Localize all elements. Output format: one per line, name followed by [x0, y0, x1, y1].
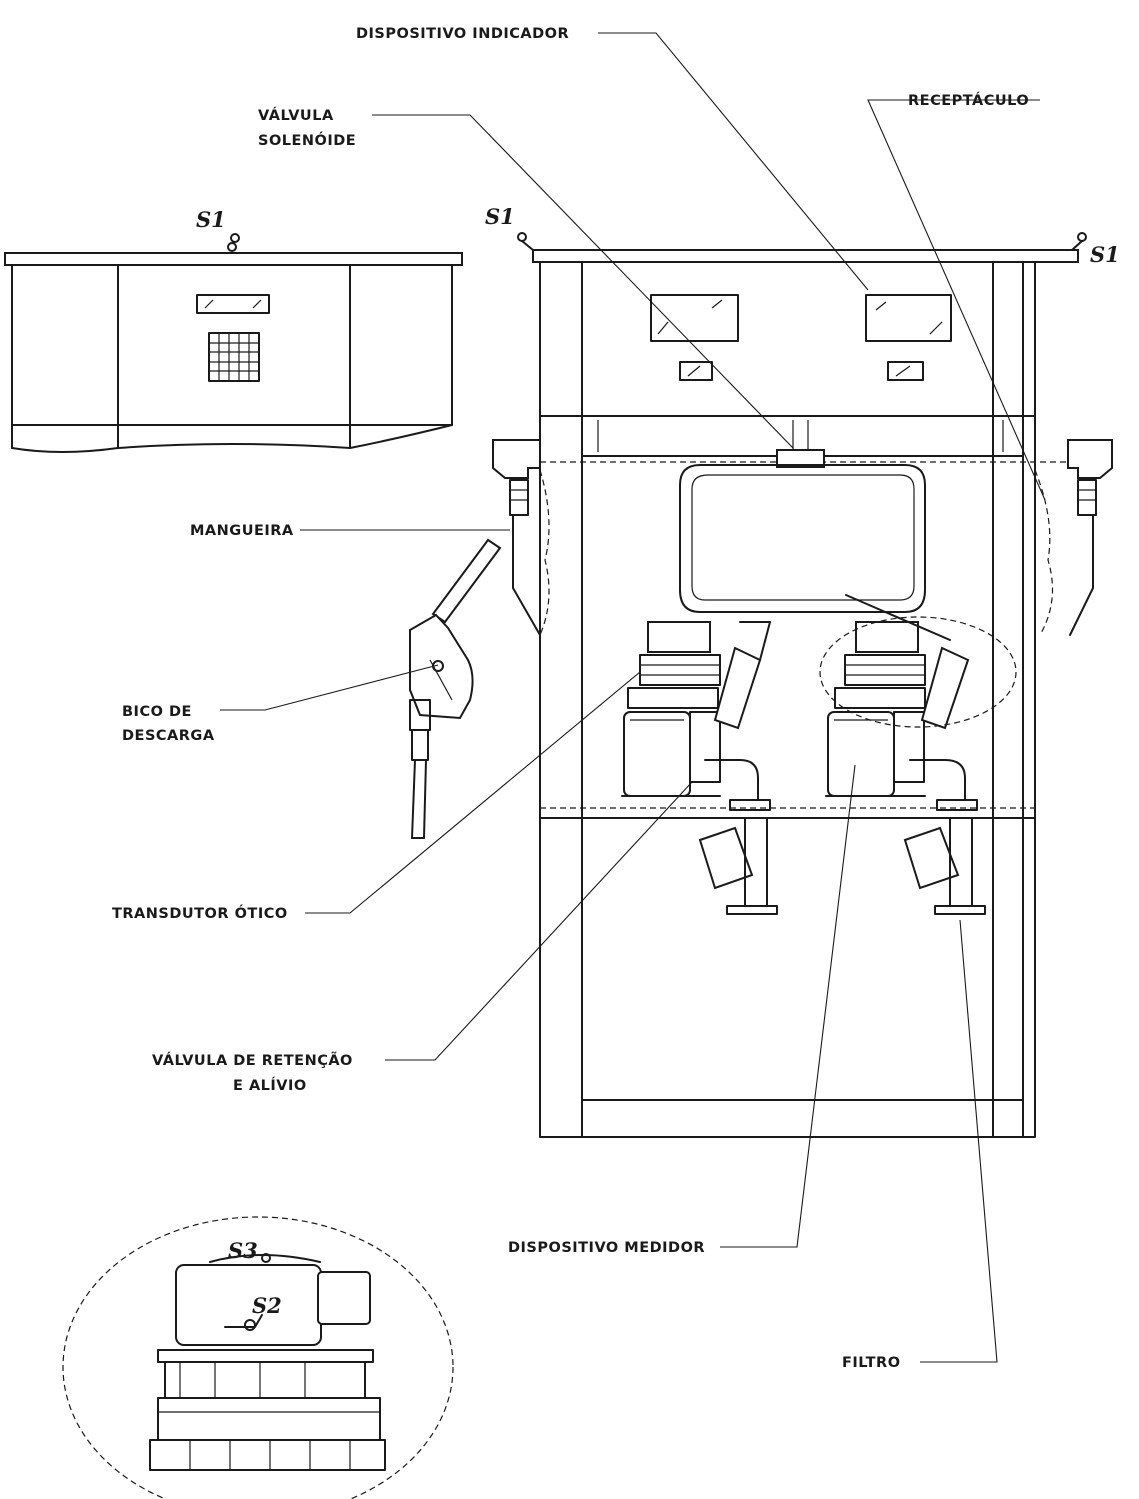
seal-label-s1-left: S1: [485, 204, 515, 229]
keypad-grid: [208, 332, 260, 382]
seal-label-s1-side: S1: [196, 207, 226, 232]
seal-hook-icon: [517, 232, 534, 251]
seal-label-s3: S3: [228, 1238, 258, 1263]
detail-highlight: [819, 616, 1017, 728]
hose-holder-left: [492, 439, 550, 636]
label-valvula-solenoide-line2: SOLENÓIDE: [258, 131, 356, 149]
label-valvula-solenoide-line1: VÁLVULA: [258, 107, 334, 124]
seal-hook-icon: [1071, 232, 1087, 251]
label-filtro: FILTRO: [842, 1355, 901, 1371]
label-valvula-retencao-line2: E ALÍVIO: [233, 1077, 307, 1094]
label-valvula-retencao-line1: VÁLVULA DE RETENÇÃO: [152, 1052, 353, 1069]
label-mangueira: MANGUEIRA: [190, 523, 294, 539]
discharge-nozzle: [409, 538, 502, 839]
display-left: [650, 294, 739, 381]
meter-assembly-left: [621, 621, 778, 915]
label-dispositivo-medidor: DISPOSITIVO MEDIDOR: [508, 1240, 705, 1256]
front-view: [492, 232, 1113, 1138]
label-bico-line2: DESCARGA: [122, 728, 215, 744]
seal-label-s2: S2: [252, 1293, 282, 1318]
seal-hook-icon: [261, 1253, 271, 1263]
meter-assembly-right: [825, 594, 986, 915]
label-bico-line1: BICO DE: [122, 704, 192, 720]
hose-holder-right: [1034, 439, 1113, 636]
seal-hook-icon: [225, 233, 245, 254]
seal-label-s1-right: S1: [1090, 242, 1120, 267]
label-transdutor: TRANSDUTOR ÓTICO: [112, 904, 288, 922]
detail-view: [62, 1216, 454, 1499]
solenoid-valve: [776, 449, 825, 468]
label-dispositivo-indicador: DISPOSITIVO INDICADOR: [356, 26, 569, 42]
side-view: [4, 233, 463, 453]
display-right: [865, 294, 952, 381]
label-receptaculo: RECEPTÁCULO: [908, 92, 1029, 109]
leader-lines: [220, 32, 1046, 1363]
